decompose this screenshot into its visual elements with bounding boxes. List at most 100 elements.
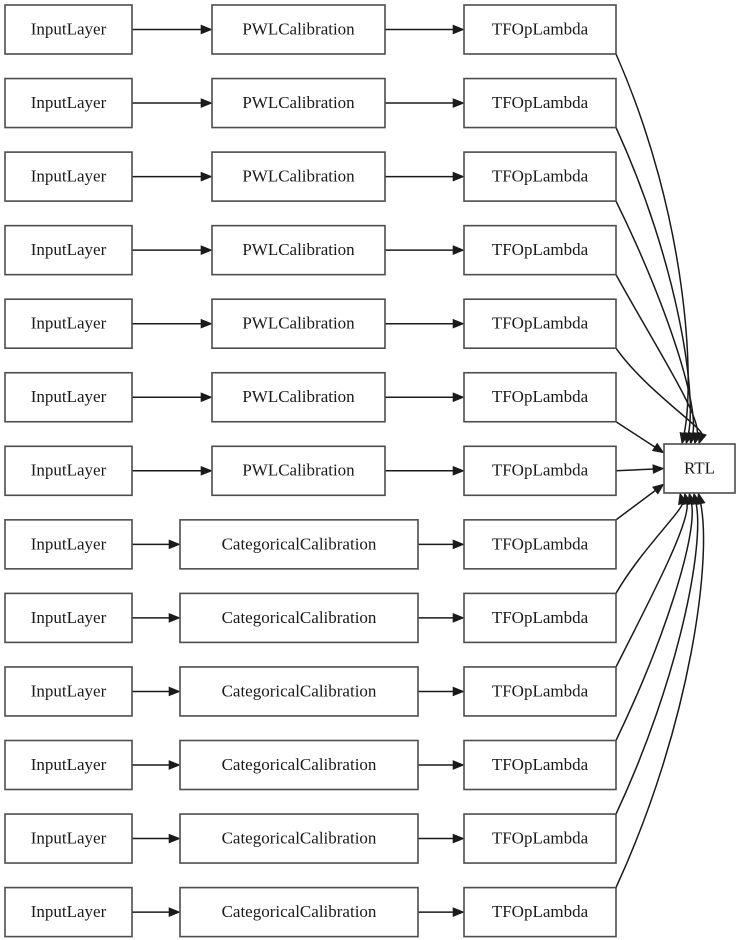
node-tf-op-lambda-1[interactable]: TFOpLambda — [463, 4, 617, 55]
node-calibration-3[interactable]: PWLCalibration — [211, 151, 386, 202]
node-input-layer-7-box — [4, 445, 133, 497]
node-calibration-4[interactable]: PWLCalibration — [211, 224, 386, 276]
node-tf-op-lambda-10-label: TFOpLambda — [492, 681, 589, 700]
edge-input-to-calibration-7-arrowhead — [200, 465, 213, 476]
node-input-layer-13[interactable]: InputLayer — [4, 886, 133, 938]
edge-lambda-to-rtl-1-path — [615, 53, 689, 435]
node-tf-op-lambda-5[interactable]: TFOpLambda — [463, 298, 617, 350]
node-calibration-10[interactable]: CategoricalCalibration — [179, 666, 419, 717]
node-calibration-1-label: PWLCalibration — [242, 19, 355, 38]
edge-input-to-calibration-8-arrowhead — [168, 539, 181, 550]
node-tf-op-lambda-7-label: TFOpLambda — [492, 461, 589, 480]
node-tf-op-lambda-9[interactable]: TFOpLambda — [463, 592, 617, 644]
node-calibration-12-box — [179, 813, 419, 864]
node-calibration-2-label: PWLCalibration — [242, 93, 355, 112]
node-calibration-9-box — [179, 592, 419, 644]
edge-input-to-calibration-4-arrowhead — [200, 245, 213, 255]
edge-input-to-calibration-6-arrowhead — [200, 392, 213, 403]
node-calibration-1[interactable]: PWLCalibration — [211, 4, 386, 55]
edge-calibration-to-lambda-5-arrowhead — [452, 318, 465, 329]
node-calibration-8[interactable]: CategoricalCalibration — [179, 519, 419, 570]
edge-lambda-to-rtl-6-line — [615, 421, 657, 449]
edge-lambda-to-rtl-6 — [615, 421, 657, 449]
node-tf-op-lambda-8-label: TFOpLambda — [492, 534, 589, 553]
node-input-layer-4[interactable]: InputLayer — [4, 224, 133, 276]
edge-calibration-to-lambda-12-arrowhead — [452, 833, 465, 844]
node-tf-op-lambda-2[interactable]: TFOpLambda — [463, 77, 617, 129]
node-input-layer-1[interactable]: InputLayer — [4, 4, 133, 55]
node-rtl-box — [663, 443, 736, 494]
edge-lambda-to-rtl-5-arrowhead — [697, 431, 707, 445]
node-tf-op-lambda-6[interactable]: TFOpLambda — [463, 371, 617, 423]
node-calibration-3-label: PWLCalibration — [242, 167, 355, 186]
node-input-layer-11-label: InputLayer — [31, 755, 107, 774]
node-calibration-9[interactable]: CategoricalCalibration — [179, 592, 419, 644]
node-tf-op-lambda-2-label: TFOpLambda — [492, 93, 589, 112]
node-input-layer-3-label: InputLayer — [31, 167, 107, 186]
node-input-layer-9[interactable]: InputLayer — [4, 592, 133, 644]
node-input-layer-12[interactable]: InputLayer — [4, 813, 133, 864]
node-calibration-8-box — [179, 519, 419, 570]
node-input-layer-6[interactable]: InputLayer — [4, 371, 133, 423]
node-tf-op-lambda-10[interactable]: TFOpLambda — [463, 666, 617, 717]
node-tf-op-lambda-8-box — [463, 519, 617, 570]
edge-calibration-to-lambda-2-arrowhead — [452, 98, 465, 108]
node-input-layer-8[interactable]: InputLayer — [4, 519, 133, 570]
node-input-layer-12-label: InputLayer — [31, 828, 107, 847]
node-calibration-2[interactable]: PWLCalibration — [211, 77, 386, 129]
node-input-layer-7[interactable]: InputLayer — [4, 445, 133, 497]
node-tf-op-lambda-3[interactable]: TFOpLambda — [463, 151, 617, 202]
edge-lambda-to-rtl-8-line — [615, 489, 657, 521]
node-calibration-13[interactable]: CategoricalCalibration — [179, 886, 419, 938]
node-input-layer-11[interactable]: InputLayer — [4, 739, 133, 791]
node-input-layer-12-box — [4, 813, 133, 864]
node-rtl[interactable]: RTL — [663, 443, 736, 494]
node-input-layer-3-box — [4, 151, 133, 202]
node-calibration-7-label: PWLCalibration — [242, 461, 355, 480]
node-input-layer-10-label: InputLayer — [31, 681, 107, 700]
node-tf-op-lambda-13-label: TFOpLambda — [492, 902, 589, 921]
node-calibration-11[interactable]: CategoricalCalibration — [179, 739, 419, 791]
node-tf-op-lambda-13[interactable]: TFOpLambda — [463, 886, 617, 938]
node-calibration-11-box — [179, 739, 419, 791]
edge-lambda-to-rtl-3-path — [615, 200, 695, 435]
node-input-layer-2-box — [4, 77, 133, 129]
edge-lambda-to-rtl-12-path — [615, 502, 699, 815]
node-tf-op-lambda-8[interactable]: TFOpLambda — [463, 519, 617, 570]
node-calibration-7[interactable]: PWLCalibration — [211, 445, 386, 497]
node-calibration-7-box — [211, 445, 386, 497]
node-input-layer-5[interactable]: InputLayer — [4, 298, 133, 350]
node-input-layer-10[interactable]: InputLayer — [4, 666, 133, 717]
node-tf-op-lambda-4[interactable]: TFOpLambda — [463, 224, 617, 276]
node-input-layer-3[interactable]: InputLayer — [4, 151, 133, 202]
edge-calibration-to-lambda-6-arrowhead — [452, 392, 465, 403]
node-calibration-5-box — [211, 298, 386, 350]
edge-lambda-to-rtl-13-path — [615, 502, 705, 888]
node-tf-op-lambda-7[interactable]: TFOpLambda — [463, 445, 617, 497]
node-input-layer-2[interactable]: InputLayer — [4, 77, 133, 129]
edge-calibration-to-lambda-10-arrowhead — [452, 686, 465, 697]
node-tf-op-lambda-1-box — [463, 4, 617, 55]
node-tf-op-lambda-3-label: TFOpLambda — [492, 167, 589, 186]
node-tf-op-lambda-3-box — [463, 151, 617, 202]
node-calibration-6-box — [211, 371, 386, 423]
edges-layer — [132, 24, 707, 917]
edge-lambda-to-rtl-5-path — [615, 347, 703, 436]
node-input-layer-13-box — [4, 886, 133, 938]
node-calibration-9-label: CategoricalCalibration — [222, 608, 377, 627]
node-calibration-2-box — [211, 77, 386, 129]
node-tf-op-lambda-1-label: TFOpLambda — [492, 19, 589, 38]
node-calibration-5[interactable]: PWLCalibration — [211, 298, 386, 350]
node-calibration-8-label: CategoricalCalibration — [222, 534, 377, 553]
node-tf-op-lambda-12[interactable]: TFOpLambda — [463, 813, 617, 864]
node-tf-op-lambda-11[interactable]: TFOpLambda — [463, 739, 617, 791]
node-tf-op-lambda-13-box — [463, 886, 617, 938]
node-calibration-6[interactable]: PWLCalibration — [211, 371, 386, 423]
node-input-layer-9-box — [4, 592, 133, 644]
edge-calibration-to-lambda-13-arrowhead — [452, 907, 465, 917]
node-calibration-12[interactable]: CategoricalCalibration — [179, 813, 419, 864]
edge-calibration-to-lambda-9-arrowhead — [452, 613, 465, 623]
edge-input-to-calibration-3-arrowhead — [200, 171, 213, 182]
edge-calibration-to-lambda-7-arrowhead — [452, 465, 465, 476]
